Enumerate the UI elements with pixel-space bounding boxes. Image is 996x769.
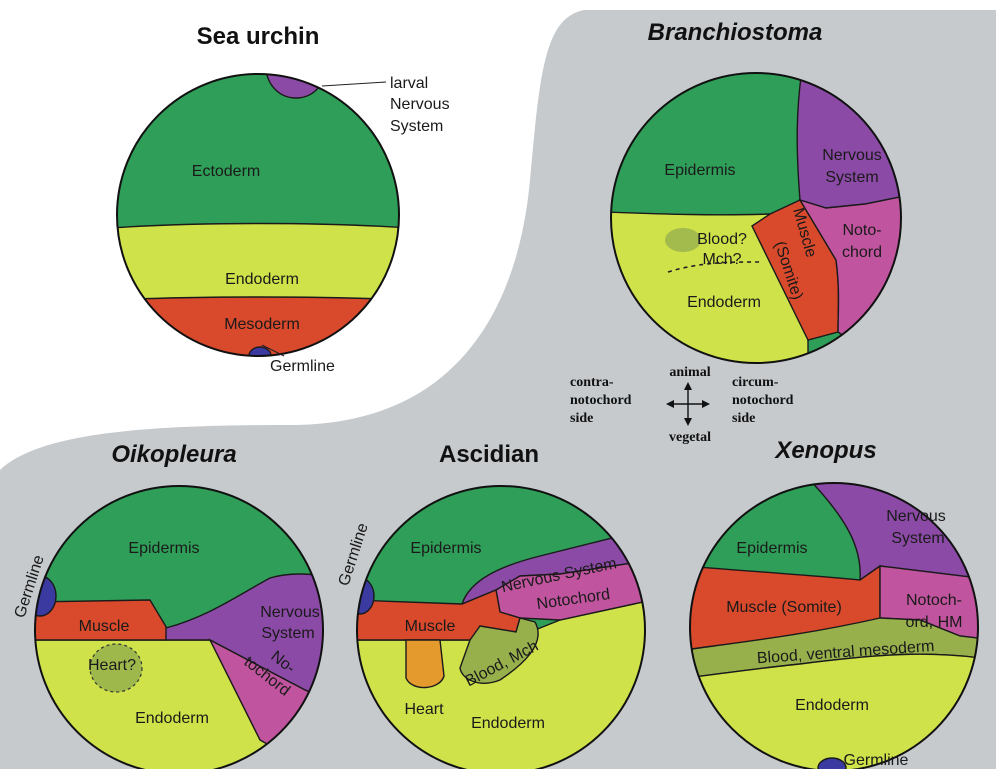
muscle-label: Muscle bbox=[405, 618, 456, 635]
endoderm-label: Endoderm bbox=[687, 294, 761, 311]
epidermis-label: Epidermis bbox=[664, 162, 735, 179]
nervous-label-line2: Nervous bbox=[390, 96, 450, 113]
animal-label: animal bbox=[669, 365, 710, 380]
germline-label: Germline bbox=[844, 752, 909, 769]
nervous-label-line2: System bbox=[261, 625, 314, 642]
circum-label-line2: notochord bbox=[732, 393, 794, 408]
blood-label-line2: Mch? bbox=[702, 251, 741, 268]
endoderm-label: Endoderm bbox=[225, 271, 299, 288]
ectoderm-label: Ectoderm bbox=[192, 163, 260, 180]
contra-label-line3: side bbox=[570, 411, 593, 426]
nervous-label-line1: Nervous bbox=[260, 604, 320, 621]
germline-label: Germline bbox=[270, 358, 335, 375]
branchiostoma-title: Branchiostoma bbox=[648, 19, 823, 46]
nervous-label-line2: System bbox=[825, 169, 878, 186]
nervous-label-line1: larval bbox=[390, 75, 428, 92]
notochord-label-line2: ord, HM bbox=[906, 614, 963, 631]
epidermis-label: Epidermis bbox=[128, 540, 199, 557]
nervous-label-line2: System bbox=[891, 530, 944, 547]
muscle-label: Muscle (Somite) bbox=[726, 599, 842, 616]
nervous-label-line1: Nervous bbox=[886, 508, 946, 525]
endoderm-label: Endoderm bbox=[135, 710, 209, 727]
notochord-label-line2: chord bbox=[842, 244, 882, 261]
muscle-label: Muscle bbox=[79, 618, 130, 635]
nervous-label-line1: Nervous bbox=[822, 147, 882, 164]
sea-urchin-title: Sea urchin bbox=[197, 23, 320, 50]
endoderm-label: Endoderm bbox=[795, 697, 869, 714]
nervous-leader-line bbox=[322, 82, 386, 86]
heart-region bbox=[406, 640, 444, 688]
notochord-label-line1: Noto- bbox=[842, 222, 881, 239]
contra-label-line1: contra- bbox=[570, 375, 614, 390]
circum-label-line3: side bbox=[732, 411, 755, 426]
epidermis-label: Epidermis bbox=[736, 540, 807, 557]
heart-label: Heart bbox=[404, 701, 444, 718]
notochord-label-line1: Notoch- bbox=[906, 592, 962, 609]
heart-label: Heart? bbox=[88, 657, 136, 674]
mesoderm-label: Mesoderm bbox=[224, 316, 300, 333]
endoderm-label: Endoderm bbox=[471, 715, 545, 732]
blood-label-line1: Blood? bbox=[697, 231, 747, 248]
epidermis-label: Epidermis bbox=[410, 540, 481, 557]
vegetal-label: vegetal bbox=[669, 430, 711, 445]
xenopus-title: Xenopus bbox=[773, 437, 876, 464]
contra-label-line2: notochord bbox=[570, 393, 632, 408]
circum-label-line1: circum- bbox=[732, 375, 779, 390]
blood-region bbox=[665, 228, 701, 252]
oikopleura-title: Oikopleura bbox=[111, 441, 236, 468]
ascidian-title: Ascidian bbox=[439, 441, 539, 468]
nervous-label-line3: System bbox=[390, 118, 443, 135]
